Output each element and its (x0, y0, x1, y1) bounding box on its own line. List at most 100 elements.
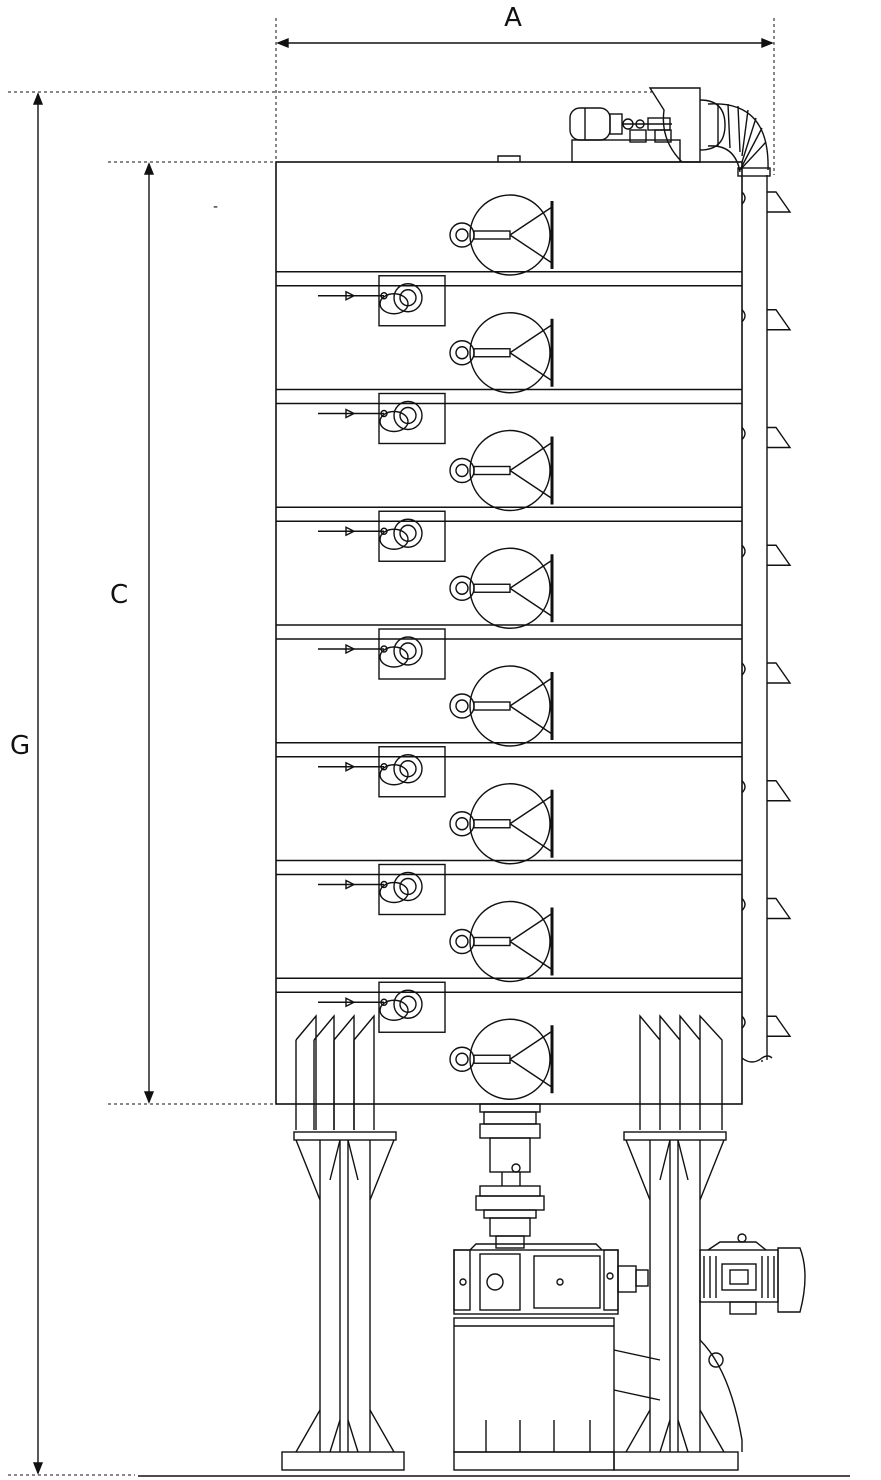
valve-knob (379, 999, 409, 1021)
hatch-yoke (509, 795, 553, 853)
side-port (741, 544, 746, 558)
sampling-joint (380, 880, 388, 889)
sampling-tip (345, 761, 356, 772)
chute-bracket (767, 1015, 792, 1037)
valve-disc (393, 636, 423, 666)
valve-housing (378, 275, 446, 327)
hatch-arm (473, 465, 511, 476)
chute-bracket (767, 309, 792, 331)
valve-housing (378, 628, 446, 680)
valve-disc (393, 754, 423, 784)
sampling-tip (345, 643, 356, 655)
inspection-hatch (469, 1018, 551, 1100)
hatch-yoke (509, 324, 553, 382)
inspection-hatch (469, 547, 551, 629)
valve-housing (378, 746, 446, 798)
hatch-arm (473, 230, 511, 240)
valve-knob (379, 646, 409, 668)
side-port (741, 898, 746, 911)
sampling-tip (345, 526, 356, 537)
dimension-g-label: G (10, 731, 30, 761)
side-port (741, 662, 746, 676)
sampling-joint (380, 527, 388, 535)
valve-housing (378, 981, 446, 1033)
hatch-arm (473, 701, 511, 711)
gearbox-stand (453, 1317, 615, 1471)
hatch-handwheel-hub (455, 581, 469, 595)
inspection-hatch (469, 312, 551, 394)
valve-knob (379, 293, 409, 315)
inspection-hatch (469, 429, 551, 512)
hatch-yoke (509, 912, 553, 971)
valve-disc (393, 871, 423, 902)
hatch-yoke (509, 559, 553, 617)
sampling-tip (345, 879, 356, 890)
hatch-arm (473, 819, 511, 829)
hatch-handwheel-hub (455, 934, 469, 949)
chute-bracket (767, 897, 792, 920)
column-end (741, 1055, 773, 1063)
dimension-g: G (8, 91, 655, 1476)
chute-bracket (767, 780, 792, 802)
hatch-handwheel-hub (455, 463, 469, 478)
valve-knob (379, 410, 409, 433)
hatch-arm (473, 1054, 511, 1064)
dimension-c-label: C (110, 580, 128, 610)
side-port (741, 780, 746, 794)
hatch-handwheel-hub (455, 817, 469, 831)
stray-mark: - (213, 199, 218, 215)
side-port (741, 1015, 746, 1029)
valve-housing (378, 510, 446, 562)
valve-housing (378, 863, 446, 916)
valve-disc (393, 400, 423, 431)
valve-disc (393, 518, 423, 548)
dryer-body (275, 161, 792, 1105)
inspection-hatch (469, 194, 551, 276)
side-port (741, 427, 746, 440)
sampling-tip (345, 997, 356, 1008)
sampling-joint (380, 998, 388, 1006)
hatch-arm (473, 348, 511, 358)
valve-knob (379, 881, 409, 904)
hatch-yoke (509, 677, 553, 735)
left-support-leg (281, 1014, 405, 1471)
valve-knob (379, 528, 409, 550)
inspection-hatch (469, 900, 551, 983)
hatch-arm (473, 583, 511, 593)
hatch-arm (473, 936, 511, 947)
valve-disc (393, 283, 423, 313)
chute-bracket (767, 662, 792, 684)
chute-bracket (767, 426, 792, 449)
top-fan-assembly (497, 87, 771, 177)
chute-bracket (767, 191, 792, 213)
hatch-handwheel-hub (455, 1052, 469, 1066)
drive-shaft (475, 1103, 545, 1249)
inspection-hatch (469, 665, 551, 747)
hatch-yoke (509, 1030, 553, 1088)
hatch-yoke (509, 441, 553, 500)
dimension-a: A (275, 3, 775, 175)
sampling-tip (345, 408, 356, 419)
hatch-handwheel-hub (455, 346, 469, 360)
chute-bracket (767, 544, 792, 566)
hatch-handwheel-hub (455, 699, 469, 713)
side-port (741, 309, 746, 323)
sampling-joint (380, 292, 388, 300)
gearbox (453, 1243, 649, 1315)
hatch-yoke (509, 206, 553, 264)
valve-knob (379, 764, 409, 786)
dimension-c: C (108, 161, 276, 1105)
dimension-a-label: A (504, 3, 522, 33)
drive-motor (613, 1233, 806, 1452)
hatch-handwheel-hub (455, 228, 469, 242)
right-support-leg (613, 1014, 739, 1471)
sampling-joint (380, 763, 388, 771)
sampling-joint (380, 409, 388, 418)
sampling-joint (380, 645, 388, 653)
valve-disc (393, 989, 423, 1019)
inspection-hatch (469, 783, 551, 865)
sampling-tip (345, 290, 356, 301)
valve-housing (378, 392, 446, 445)
